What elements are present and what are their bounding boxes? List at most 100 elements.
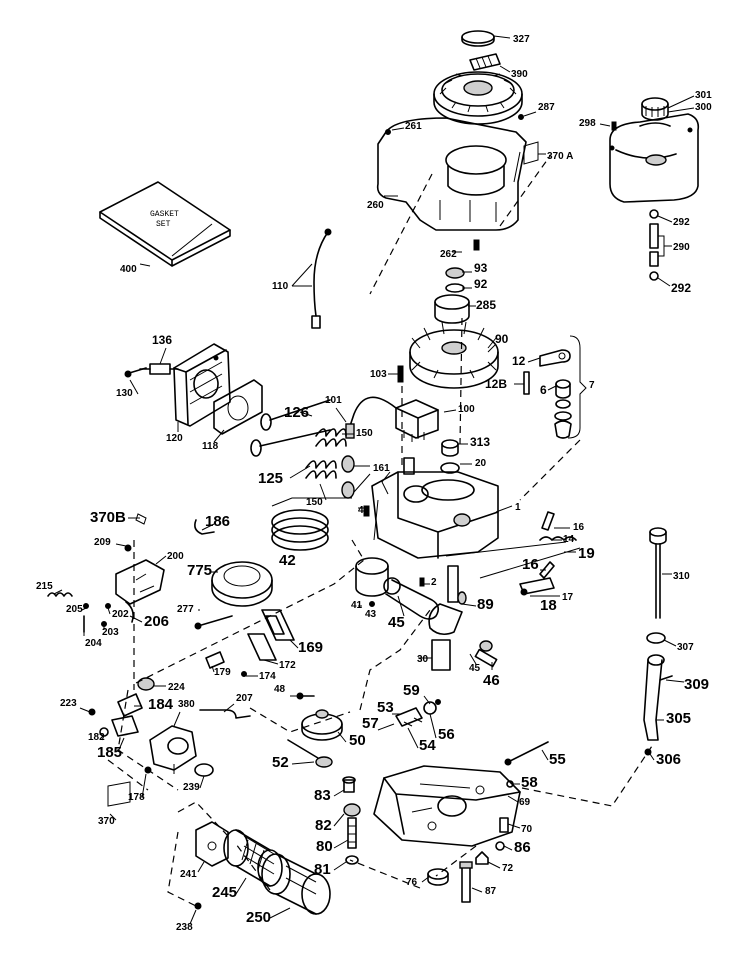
part-label-l45b: 45 xyxy=(469,663,481,674)
filter-screen-245 xyxy=(223,829,283,887)
part-label-l55: 55 xyxy=(549,751,566,768)
part-label-l1: 1 xyxy=(515,502,521,513)
starter-spring-390 xyxy=(469,53,501,71)
assembly-lines xyxy=(107,155,653,907)
part-label-l184: 184 xyxy=(148,696,174,713)
washer-81 xyxy=(345,855,359,865)
part-label-l59: 59 xyxy=(403,682,420,699)
screw-298 xyxy=(611,121,617,131)
part-label-l200: 200 xyxy=(167,551,184,562)
valve-spring-150b xyxy=(305,460,337,479)
part-label-l118: 118 xyxy=(202,441,219,452)
recoil-starter-pulley xyxy=(433,71,523,125)
screw-262 xyxy=(473,239,480,251)
part-label-l292a: 292 xyxy=(673,217,690,228)
starter-cup-327 xyxy=(461,30,495,47)
part-label-l150b: 150 xyxy=(306,497,323,508)
part-label-l174: 174 xyxy=(259,671,276,682)
kit-box-line-1: GASKET xyxy=(150,210,179,219)
part-label-l250: 250 xyxy=(246,909,271,926)
part-label-l87: 87 xyxy=(485,886,497,897)
part-label-l775: 775 xyxy=(187,562,212,579)
pin-2 xyxy=(419,577,425,587)
screw-209 xyxy=(124,544,132,552)
filter-cover-250 xyxy=(261,853,331,915)
part-label-l169: 169 xyxy=(298,639,323,656)
part-label-l46: 46 xyxy=(483,672,500,689)
part-label-l209: 209 xyxy=(94,537,111,548)
dipstick-tube-305 xyxy=(643,654,665,741)
pin-12B xyxy=(523,371,530,395)
valve-spring-150a xyxy=(315,428,347,447)
part-label-l69: 69 xyxy=(519,797,531,808)
dowel-40 xyxy=(363,505,370,517)
piston-rings-42 xyxy=(271,497,352,551)
part-label-l89: 89 xyxy=(477,596,494,613)
part-label-l103: 103 xyxy=(370,369,387,380)
air-filter-775 xyxy=(211,561,273,607)
part-label-l306: 306 xyxy=(656,751,681,768)
gasket-172 xyxy=(247,633,277,661)
part-label-l130: 130 xyxy=(116,388,133,399)
part-label-l390: 390 xyxy=(511,69,528,80)
part-label-l43: 43 xyxy=(365,609,377,620)
nut-93 xyxy=(445,267,465,279)
part-label-l292b: 292 xyxy=(671,281,691,295)
part-label-l41: 41 xyxy=(351,600,363,611)
bolt-87 xyxy=(459,861,473,903)
part-label-l120: 120 xyxy=(166,433,183,444)
part-label-l238: 238 xyxy=(176,922,193,933)
cylinder-block-1 xyxy=(371,457,499,559)
part-label-l277: 277 xyxy=(177,604,194,615)
part-label-l298: 298 xyxy=(579,118,596,129)
spark-plug-136 xyxy=(139,363,179,375)
part-label-l172: 172 xyxy=(279,660,296,671)
part-label-l17: 17 xyxy=(562,592,574,603)
part-label-l16a: 16 xyxy=(573,522,585,533)
seal-20 xyxy=(440,462,460,474)
connecting-rod-45 xyxy=(383,577,440,620)
part-label-l6: 6 xyxy=(540,383,547,397)
screw-55 xyxy=(504,741,549,766)
fuel-cap-301 xyxy=(641,97,669,121)
part-label-l309: 309 xyxy=(684,676,709,693)
bracket-19 xyxy=(445,541,581,579)
part-label-l305: 305 xyxy=(666,710,691,727)
cylinder-head-120 xyxy=(173,343,231,427)
part-label-l101: 101 xyxy=(325,395,342,406)
part-label-l300: 300 xyxy=(695,102,712,113)
ground-wire-110 xyxy=(311,228,332,329)
carb-bracket-184 xyxy=(117,693,143,717)
part-label-l90: 90 xyxy=(495,332,509,346)
part-label-l125: 125 xyxy=(258,470,283,487)
breather-313 xyxy=(441,439,459,457)
spring-215 xyxy=(47,592,73,597)
part-label-l7: 7 xyxy=(589,380,595,391)
part-label-l206: 206 xyxy=(144,613,169,630)
part-label-l239: 239 xyxy=(183,782,200,793)
part-label-l185: 185 xyxy=(97,744,122,761)
part-label-l370B: 370B xyxy=(90,509,126,526)
decal-370B xyxy=(135,513,147,525)
part-label-l12: 12 xyxy=(512,354,526,368)
part-label-l313: 313 xyxy=(470,435,490,449)
screw-238 xyxy=(194,902,202,910)
part-label-l14: 14 xyxy=(563,534,575,545)
link-16a xyxy=(541,511,555,531)
washer-92 xyxy=(445,283,465,293)
part-label-l52: 52 xyxy=(272,754,289,771)
gasket-set-box-400: GASKET SET xyxy=(99,181,231,267)
part-label-l285: 285 xyxy=(476,298,496,312)
part-label-l290: 290 xyxy=(673,242,690,253)
exhaust-valve-126 xyxy=(260,399,331,431)
part-label-l2: 2 xyxy=(431,577,437,588)
part-label-l18: 18 xyxy=(540,597,557,614)
primer-224 xyxy=(137,677,155,691)
part-label-l223: 223 xyxy=(60,698,77,709)
part-label-l150a: 150 xyxy=(356,428,373,439)
decal-370 xyxy=(107,781,131,807)
kit-box-line-2: SET xyxy=(156,220,171,229)
screw-72 xyxy=(475,851,489,865)
key-89 xyxy=(457,591,467,605)
part-label-l161: 161 xyxy=(373,463,390,474)
